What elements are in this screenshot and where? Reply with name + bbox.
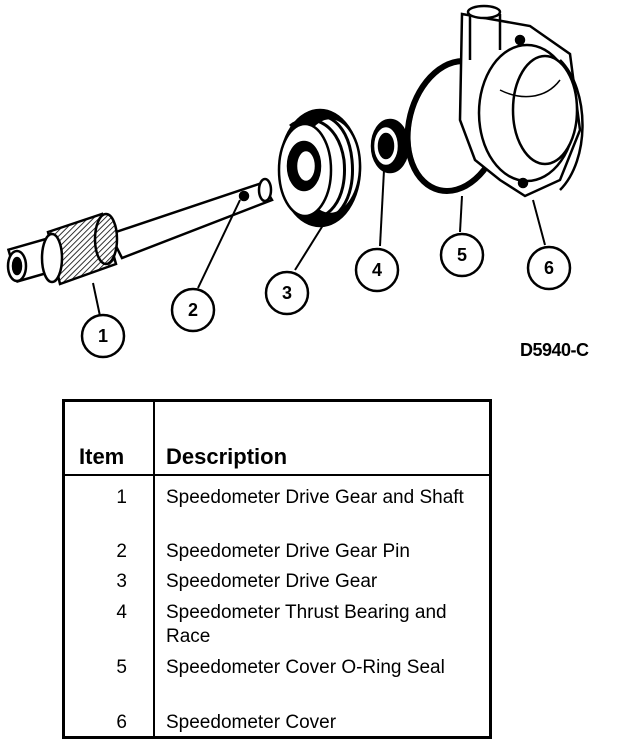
callout-1: 1 (80, 313, 126, 359)
item-number: 3 (116, 571, 127, 592)
header-divider (65, 474, 489, 476)
callout-6: 6 (526, 245, 572, 291)
item-description: Speedometer Cover O-Ring Seal (166, 657, 445, 678)
svg-text:1: 1 (98, 326, 108, 346)
exploded-parts-diagram: 1 2 3 4 5 6 (6, 4, 584, 359)
leader-lines (92, 169, 546, 317)
item-description: Speedometer Drive Gear and Shaft (166, 487, 464, 508)
item-number: 1 (116, 487, 127, 508)
svg-text:3: 3 (282, 283, 292, 303)
column-divider (153, 402, 155, 736)
item-number: 4 (116, 602, 127, 623)
svg-text:4: 4 (372, 260, 382, 280)
item-description: Speedometer Drive Gear (166, 571, 378, 592)
item-description: Speedometer Thrust Bearing and Race (166, 602, 447, 647)
svg-text:2: 2 (188, 300, 198, 320)
drive-gear-part (277, 108, 362, 228)
item-description: Speedometer Drive Gear Pin (166, 541, 410, 562)
parts-table: Item Description 1 Speedometer Drive Gea… (62, 399, 492, 739)
callout-3: 3 (264, 270, 310, 316)
figure-code: D5940-C (520, 340, 589, 360)
item-description: Speedometer Cover (166, 712, 337, 733)
item-number: 5 (116, 657, 127, 678)
cover-part (458, 4, 584, 198)
svg-text:5: 5 (457, 245, 467, 265)
item-number: 2 (116, 541, 127, 562)
callout-2: 2 (170, 287, 216, 333)
thrust-bearing-part (370, 118, 410, 174)
svg-text:6: 6 (544, 258, 554, 278)
callout-5: 5 (439, 232, 485, 278)
description-column-header: Description (166, 444, 288, 469)
item-column-header: Item (79, 444, 125, 469)
drive-gear-shaft-part (6, 177, 274, 286)
callout-4: 4 (354, 247, 400, 293)
item-number: 6 (116, 712, 127, 733)
